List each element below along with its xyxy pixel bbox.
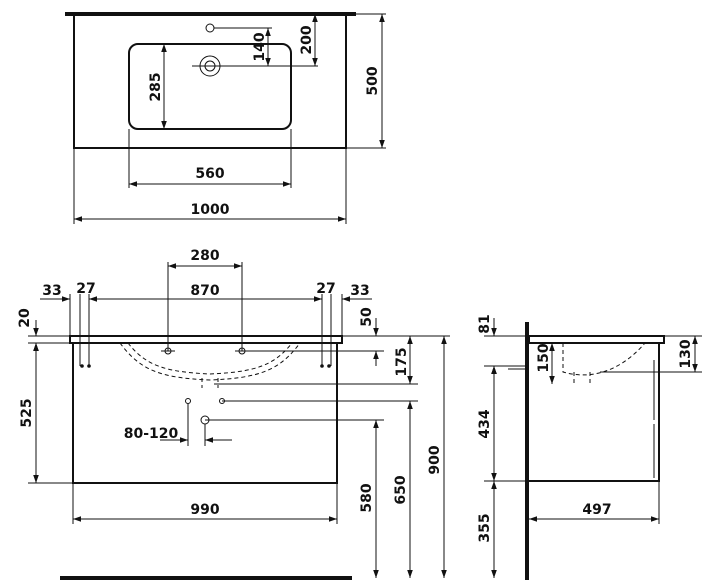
dim-cabinet-height: 525 — [19, 398, 35, 427]
dim-fixing-spacing: 870 — [190, 283, 219, 299]
fixing-point — [80, 364, 84, 368]
front-view: 280 33 27 870 27 33 20 525 50 175 — [17, 248, 450, 580]
dim-drawer-height: 434 — [477, 409, 493, 438]
tap-hole — [205, 23, 215, 33]
dim-total-height: 900 — [427, 445, 443, 474]
hidden-basin-side — [562, 342, 646, 376]
dim-edge-left: 33 — [42, 283, 61, 299]
dim-floor-clearance: 355 — [477, 513, 493, 542]
dim-fixing-height: 50 — [359, 307, 375, 327]
side-cabinet — [529, 342, 660, 482]
dim-waste-height: 580 — [359, 483, 375, 512]
hidden-basin-inner — [127, 342, 293, 375]
dim-tap-to-back: 200 — [299, 25, 315, 54]
dim-waste-range: 80-120 — [124, 426, 179, 442]
dim-bowl-depth: 150 — [536, 343, 552, 372]
front-cabinet — [72, 342, 338, 484]
top-view: 140 200 285 500 560 1000 — [65, 12, 386, 224]
side-countertop — [528, 335, 665, 344]
supply-point-left — [185, 398, 191, 404]
dim-overall-width: 1000 — [191, 202, 230, 218]
dim-tap-hole-offset: 140 — [252, 32, 268, 61]
dim-cabinet-depth: 497 — [582, 502, 611, 518]
dim-leg-left: 27 — [76, 281, 95, 297]
hidden-waste-side — [573, 372, 591, 384]
hidden-waste — [201, 378, 219, 388]
dim-tap-spacing: 280 — [190, 248, 219, 264]
front-countertop — [69, 335, 343, 344]
dim-basin-depth: 285 — [148, 72, 164, 101]
dim-leg-right: 27 — [316, 281, 335, 297]
dim-supply-height: 650 — [393, 475, 409, 504]
hidden-basin-outer — [119, 342, 301, 381]
dim-cabinet-width: 990 — [190, 502, 219, 518]
dim-rim-height: 81 — [477, 314, 493, 333]
dim-basin-width: 560 — [195, 166, 224, 182]
dim-overflow-drop: 130 — [678, 339, 694, 368]
supply-pipe — [508, 365, 527, 370]
fixing-point — [327, 364, 331, 368]
dim-overall-depth: 500 — [365, 66, 381, 95]
basin-bowl — [128, 43, 292, 130]
dim-edge-right: 33 — [350, 283, 369, 299]
dim-tap-rim-drop: 175 — [394, 347, 410, 376]
side-view: 81 150 130 434 355 497 — [477, 314, 702, 580]
dim-top-thickness: 20 — [17, 308, 33, 328]
basin-outline — [73, 15, 347, 149]
